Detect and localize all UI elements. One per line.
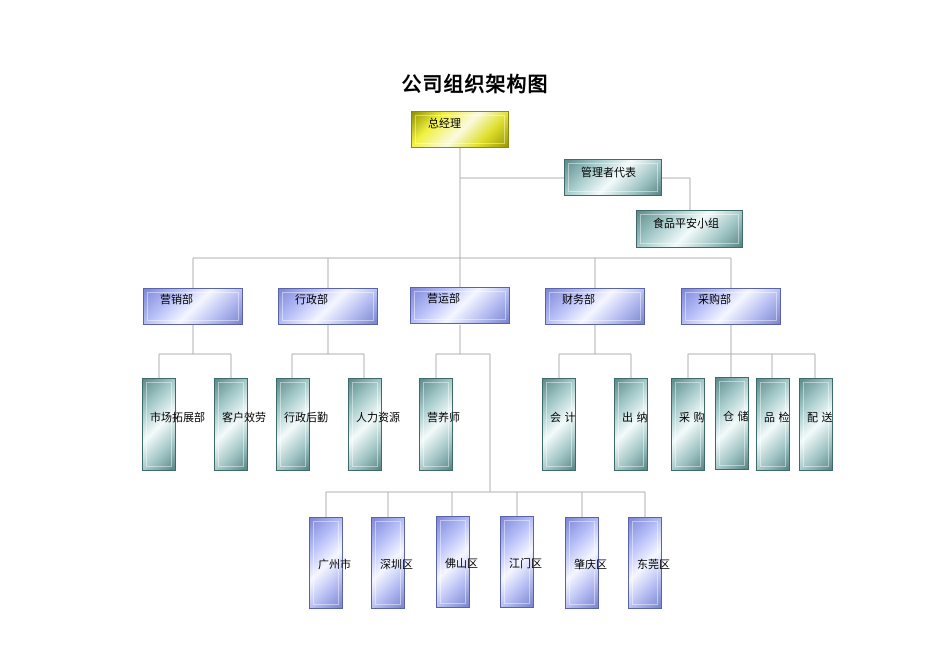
node-label: 江门区 xyxy=(509,557,542,570)
node-quality-check: 品 检 xyxy=(756,378,790,471)
node-label: 东莞区 xyxy=(637,558,670,571)
node-admin-dept: 行政部 xyxy=(278,288,378,325)
node-label: 采购部 xyxy=(698,293,731,306)
node-region-jiangmen: 江门区 xyxy=(500,516,542,608)
node-buying: 采 购 xyxy=(671,378,705,471)
node-label: 肇庆区 xyxy=(574,558,607,571)
node-marketing-dept: 营销部 xyxy=(143,288,243,325)
node-label: 人力资源 xyxy=(356,411,400,424)
node-finance-dept: 财务部 xyxy=(545,288,645,325)
node-label: 出 纳 xyxy=(622,411,648,424)
node-label: 市场拓展部 xyxy=(150,411,205,424)
node-storage: 仓 储 xyxy=(715,377,749,470)
node-region-zhaoqing: 肇庆区 xyxy=(565,517,607,609)
node-food-safety-team: 食品平安小组 xyxy=(636,210,743,248)
node-region-shenzhen: 深圳区 xyxy=(371,517,413,609)
node-label: 配 送 xyxy=(807,411,833,424)
node-management-rep: 管理者代表 xyxy=(564,159,662,196)
node-purchasing-dept: 采购部 xyxy=(681,288,781,325)
node-label: 营销部 xyxy=(160,293,193,306)
node-label: 管理者代表 xyxy=(581,166,636,179)
node-label: 总经理 xyxy=(428,117,461,130)
node-human-resources: 人力资源 xyxy=(348,378,400,471)
node-region-dongguan: 东莞区 xyxy=(628,517,670,609)
node-delivery: 配 送 xyxy=(799,378,833,471)
node-region-foshan: 佛山区 xyxy=(436,516,478,608)
node-label: 客户效劳 xyxy=(222,411,266,424)
node-region-guangzhou: 广州市 xyxy=(309,517,351,609)
node-label: 品 检 xyxy=(764,411,790,424)
node-label: 营运部 xyxy=(427,292,460,305)
node-label: 行政后勤 xyxy=(284,411,328,424)
node-admin-logistics: 行政后勤 xyxy=(276,378,328,471)
node-label: 深圳区 xyxy=(380,558,413,571)
node-accounting: 会 计 xyxy=(542,378,576,471)
chart-title: 公司组织架构图 xyxy=(401,72,549,96)
node-label: 广州市 xyxy=(318,558,351,571)
node-label: 会 计 xyxy=(550,411,576,424)
node-label: 食品平安小组 xyxy=(653,217,719,230)
node-label: 财务部 xyxy=(562,293,595,306)
node-market-expansion: 市场拓展部 xyxy=(142,378,205,471)
node-label: 行政部 xyxy=(295,293,328,306)
node-label: 仓 储 xyxy=(723,410,749,423)
node-nutritionist: 营养师 xyxy=(419,378,460,471)
node-label: 佛山区 xyxy=(445,557,478,570)
node-label: 采 购 xyxy=(679,411,705,424)
node-general-manager: 总经理 xyxy=(411,111,509,148)
node-cashier: 出 纳 xyxy=(614,378,648,471)
node-customer-service: 客户效劳 xyxy=(214,378,266,471)
node-operations-dept: 营运部 xyxy=(410,287,510,324)
node-label: 营养师 xyxy=(427,411,460,424)
